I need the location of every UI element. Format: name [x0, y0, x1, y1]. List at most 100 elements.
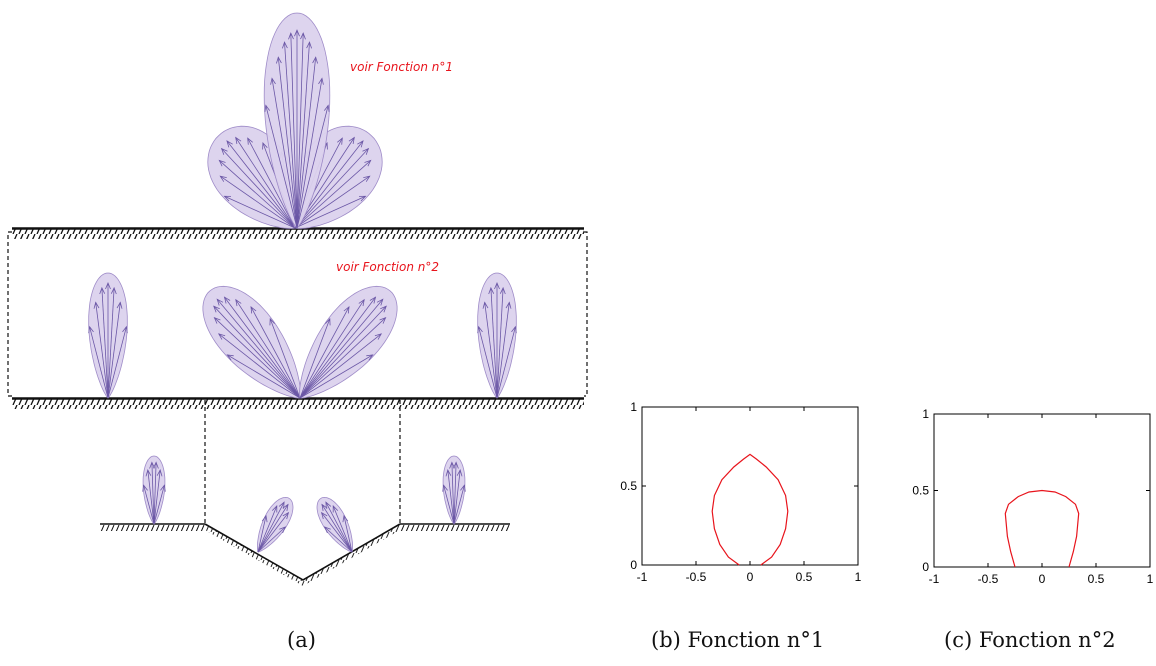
lobe-mid-center-right-arrow — [299, 318, 331, 399]
lobe-mid-center-left-arrow-head — [223, 296, 231, 304]
lobe-top-left-arrow — [226, 140, 296, 229]
lobe-mid-right-arrow — [496, 326, 516, 399]
lobe-slope-left-arrow — [257, 505, 278, 553]
lobe-low-left-arrow — [153, 485, 165, 525]
lobe-top-center-arrow — [296, 33, 304, 229]
ground-level-1 — [12, 227, 584, 239]
lobe-slope-left-arrow-head — [271, 505, 278, 513]
lobe-slope-left-arrow-head — [282, 503, 289, 511]
lobe-top-center-arrow — [290, 33, 298, 229]
chart-1-ytick-label: 0.5 — [620, 479, 637, 493]
lobe-low-left-arrow-head — [149, 461, 155, 469]
lobe-top-left-arrow-head — [226, 140, 233, 148]
lobe-mid-center-left-arrow-head — [235, 298, 242, 307]
chart-1-axes-box — [641, 406, 859, 566]
lobe-top-left-arrow-head — [220, 147, 228, 155]
lobe-slope-right-arrow — [325, 502, 353, 553]
dashed-guides — [7, 231, 588, 524]
lobe-mid-left-arrow — [107, 302, 121, 399]
lobe-top-center-arrow — [271, 78, 298, 229]
chart-1-xtick-label: -1 — [637, 570, 648, 584]
lobe-top-center-arrow-head — [282, 41, 288, 49]
lobe-mid-center-right — [299, 285, 398, 399]
lobe-top-left-arrow — [235, 137, 296, 229]
lobe-slope-left-arrow-head — [261, 514, 268, 523]
chart-2-xtick-label: 0.5 — [1088, 572, 1105, 586]
lobe-mid-center-left-arrow-head — [216, 298, 224, 306]
lobe-top-center-arrow — [277, 57, 298, 229]
lobe-low-left-arrow — [151, 462, 155, 525]
lobe-slope-left-arrow-head — [278, 501, 285, 509]
lobe-mid-center-right-arrow-head — [379, 316, 387, 324]
lobe-top-center-arrow-head — [318, 77, 324, 85]
lobe-low-right-arrow — [453, 462, 457, 525]
radiation-lobes — [88, 12, 517, 553]
lobe-mid-center-left-arrow — [218, 333, 301, 399]
lobe-mid-left-arrow — [89, 326, 109, 399]
lobe-mid-center-left-arrow-head — [213, 305, 220, 313]
chart-2-ytick-label: 0.5 — [912, 484, 929, 498]
lobe-low-left-arrow-head — [145, 468, 152, 477]
lobe-top-left-arrow-head — [262, 142, 268, 150]
lobe-low-right-arrow — [453, 469, 461, 525]
lobe-slope-right-arrow-head — [332, 505, 339, 513]
chart-1-xtick-label: -0.5 — [686, 570, 707, 584]
lobe-mid-center-left-arrow — [269, 318, 301, 399]
lobe-top-left-arrow — [219, 160, 296, 229]
lobe-low-left-arrow-head — [160, 484, 166, 492]
lobe-top-left-arrow — [224, 195, 296, 229]
lobe-slope-right-arrow-head — [323, 526, 331, 534]
lobe-slope-left-arrow-head — [282, 511, 290, 520]
lobe-top-center — [263, 12, 331, 229]
lobe-low-right-arrow — [447, 469, 455, 525]
lobe-mid-right-arrow-head — [488, 286, 495, 295]
lobe-mid-center-right-shape — [299, 285, 398, 399]
lobe-top-center-arrow-head — [294, 29, 300, 37]
lobe-mid-right-arrow — [478, 326, 498, 399]
lobe-low-right-arrow — [451, 462, 455, 525]
lobe-mid-left-arrow-head — [122, 325, 128, 334]
lobe-top-center-arrow-head — [264, 104, 271, 112]
lobe-top-left-arrow-head — [218, 159, 226, 167]
lobe-mid-center-right-arrow-head — [358, 298, 365, 307]
lobe-top-right-arrow — [294, 148, 369, 229]
lobe-mid-center-left-arrow — [227, 354, 301, 399]
lobe-mid-center-right-arrow — [299, 296, 376, 399]
lobe-mid-center-right-arrow — [299, 333, 382, 399]
lobe-slope-right-arrow — [321, 512, 353, 553]
lobe-mid-center-left-arrow — [213, 305, 301, 399]
lobe-mid-center-right-arrow-head — [369, 296, 377, 304]
lobe-low-left-arrow-head — [153, 461, 159, 469]
lobe-slope-left-arrow-head — [279, 526, 287, 534]
lobe-top-right-arrow-head — [363, 175, 371, 182]
lobe-mid-right-arrow-head — [482, 301, 489, 309]
lobe-mid-center-left-arrow — [250, 306, 301, 399]
lobe-top-center-arrow-head — [306, 41, 312, 49]
lobe-slope-right-arrow-head — [342, 514, 349, 523]
lobe-mid-center-right-arrow-head — [325, 317, 331, 326]
lobe-mid-left — [88, 272, 128, 399]
lobe-slope-left-arrow — [257, 512, 289, 553]
lobe-mid-left-arrow-head — [99, 286, 106, 295]
lobe-mid-center-left-arrow — [235, 299, 301, 399]
lobe-low-right-arrow-head — [460, 484, 466, 492]
lobe-top-center-arrow — [296, 105, 329, 229]
lobe-top-left-arrow — [247, 138, 296, 229]
lobe-low-right-arrow-head — [453, 461, 459, 469]
lobe-mid-center-right-arrow — [299, 317, 386, 399]
lobe-slope-left-arrow — [257, 502, 285, 553]
lobe-slope-right-arrow — [321, 504, 353, 553]
chart-2-curve — [1004, 489, 1080, 568]
lobe-mid-left-arrow — [107, 287, 115, 399]
lobe-mid-left-arrow — [95, 302, 109, 399]
lobe-mid-center-right-arrow-head — [380, 305, 387, 313]
chart-2-xtick-label: 0 — [1039, 572, 1046, 586]
lobe-mid-center-right-arrow-head — [376, 298, 384, 306]
annotation-fonction-2: voir Fonction n°2 — [336, 260, 439, 274]
lobe-mid-right-arrow-head — [477, 325, 483, 334]
lobe-top-right-arrow-head — [362, 147, 370, 155]
lobe-mid-right-arrow — [490, 287, 498, 399]
caption-a: (a) — [287, 628, 316, 652]
lobe-mid-left-arrow — [107, 326, 127, 399]
